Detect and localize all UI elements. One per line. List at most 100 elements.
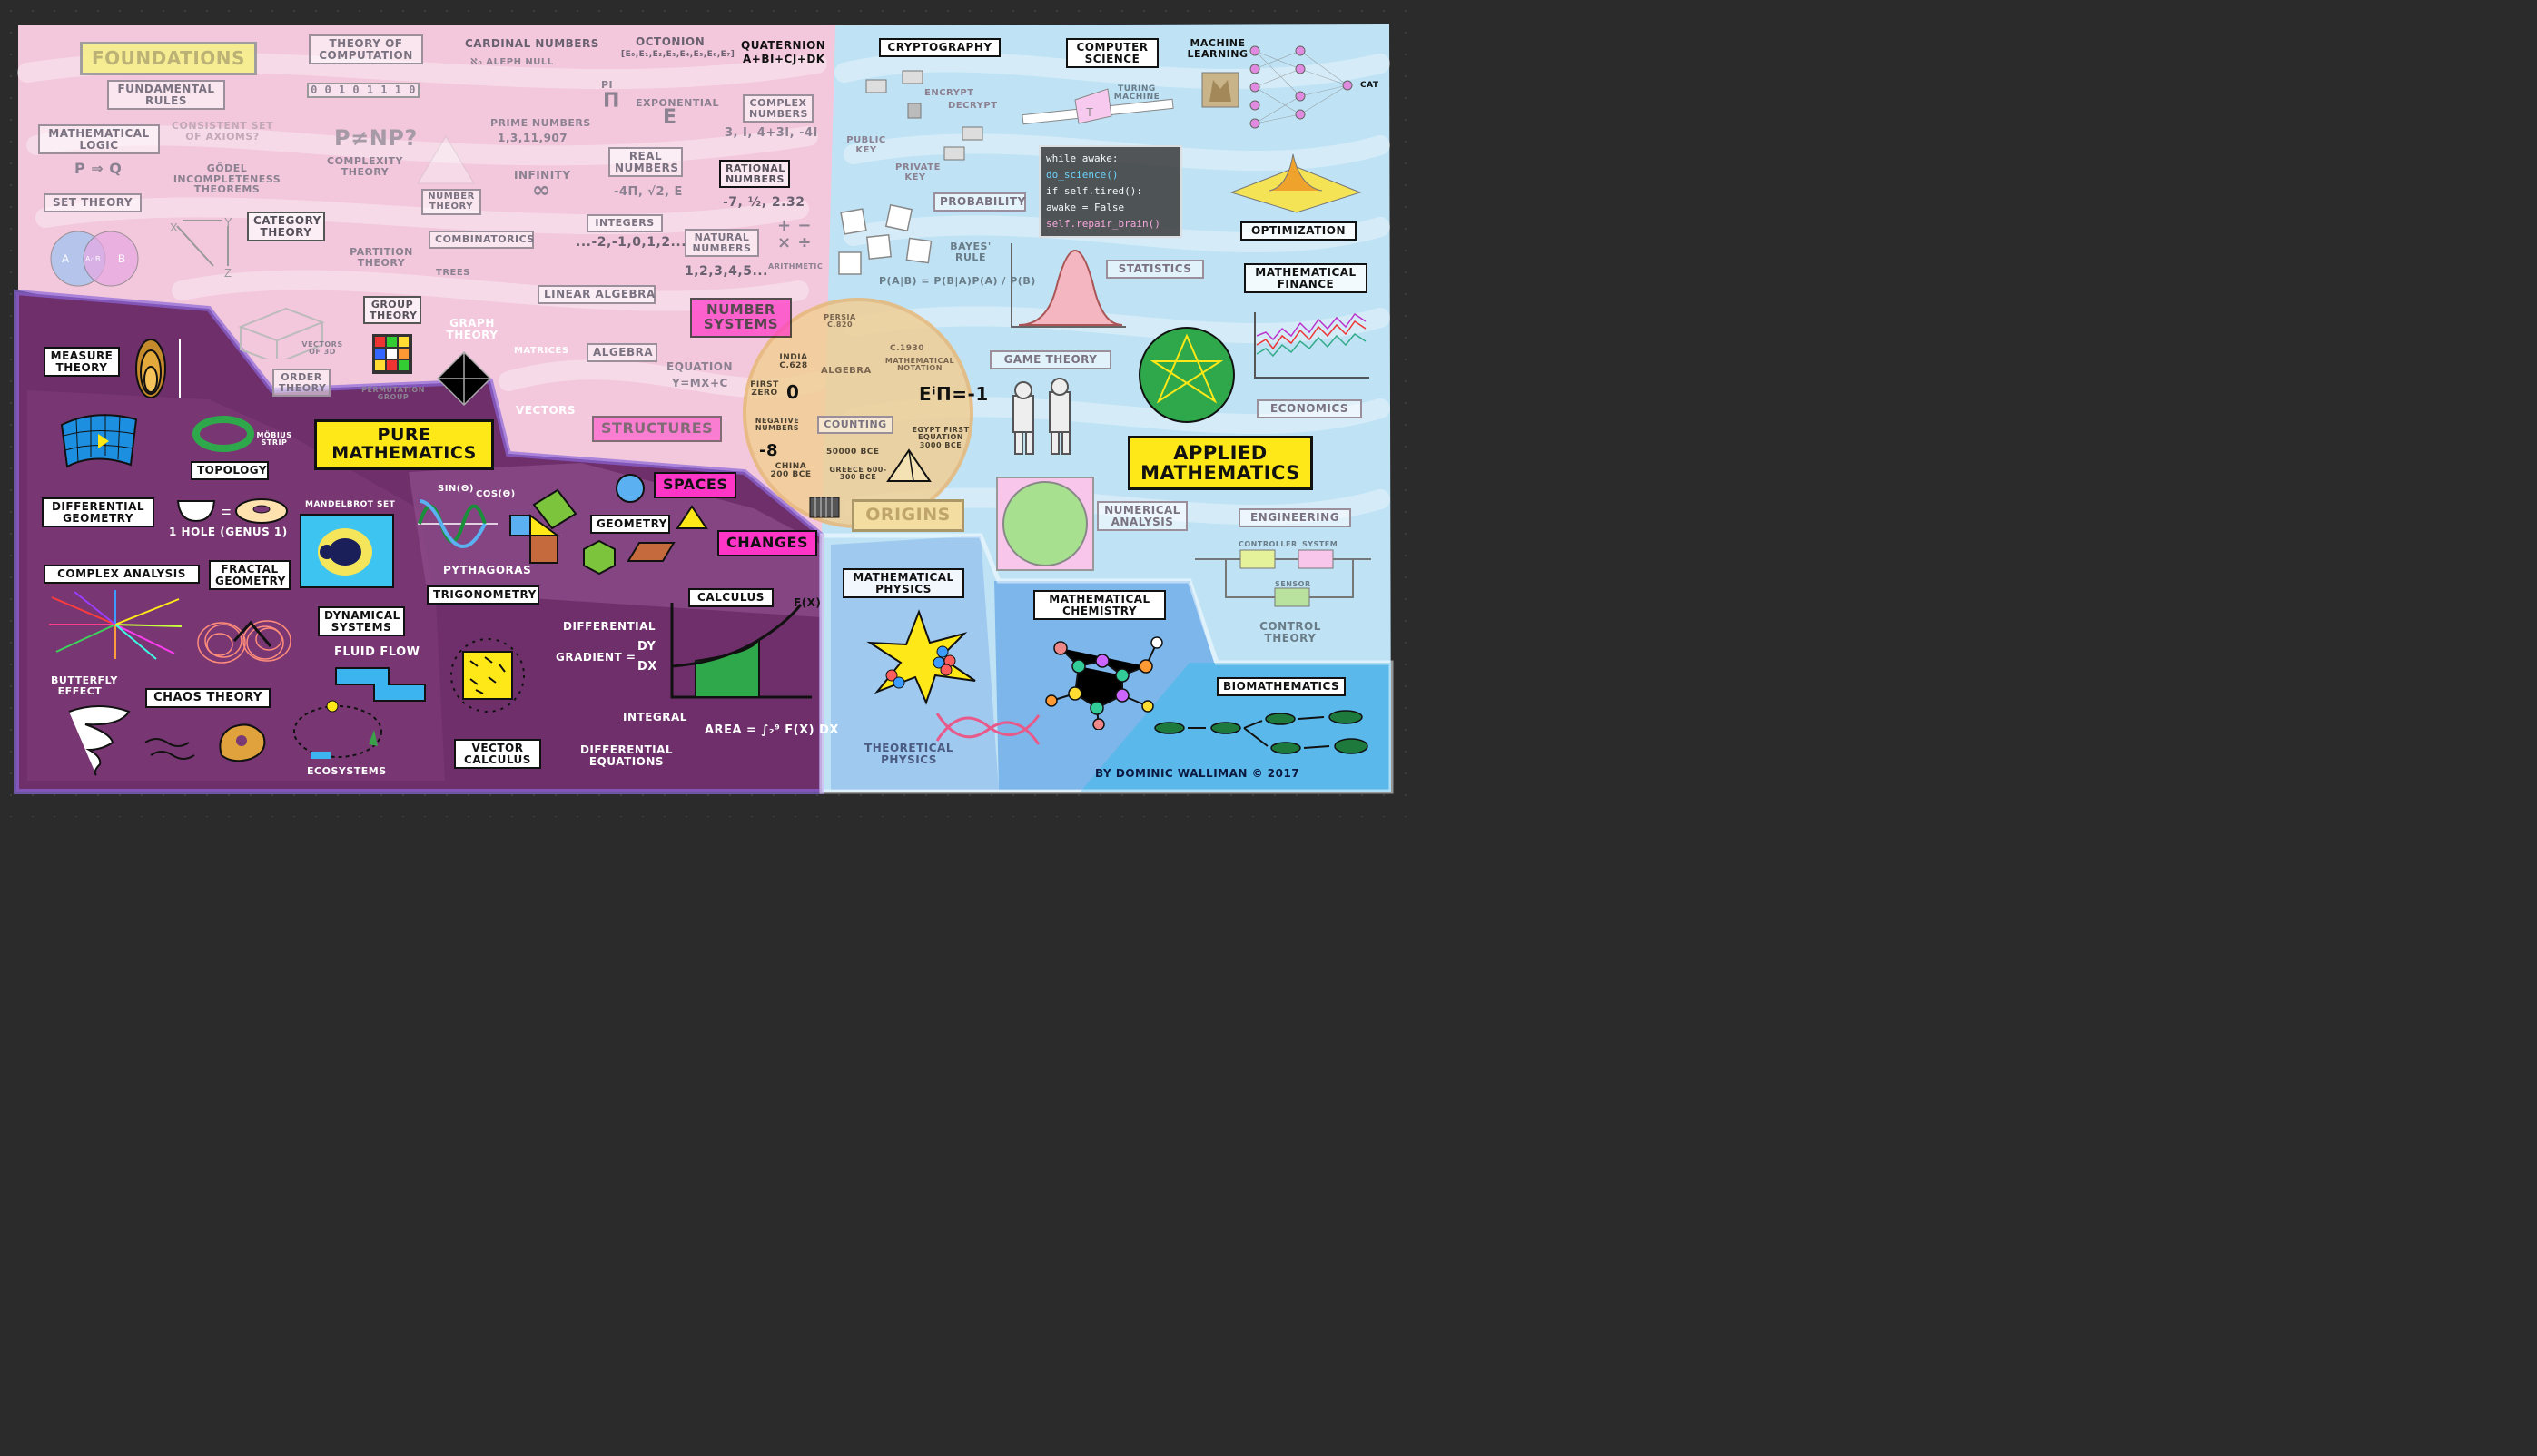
differential-label: DIFFERENTIAL — [563, 620, 656, 633]
spaces-region — [409, 463, 822, 617]
integers-label: INTEGERS — [587, 214, 663, 232]
theoretical-physics-label: THEORETICAL PHYSICS — [864, 742, 953, 766]
chaos-theory-label: CHAOS THEORY — [145, 688, 271, 708]
machine-learning-label: MACHINE LEARNING — [1187, 37, 1249, 60]
complexity-theory-label: COMPLEXITY THEORY — [327, 155, 403, 178]
real-example: -4π, √2, e — [614, 185, 683, 199]
notation-label: MATHEMATICAL NOTATION — [884, 357, 955, 373]
pure-mathematics-title: PURE MATHEMATICS — [314, 419, 494, 470]
decrypt-label: DECRYPT — [948, 101, 998, 111]
pythagoras-label: PYTHAGORAS — [443, 564, 532, 576]
svg-text:=: = — [222, 503, 232, 521]
origins-title: ORIGINS — [852, 499, 964, 532]
fundamental-rules-label: FUNDAMENTAL RULES — [107, 80, 225, 111]
public-key-label: PUBLIC KEY — [846, 135, 886, 155]
code-line-1: while awake: — [1046, 152, 1119, 164]
hexagon-shape-icon — [583, 539, 616, 576]
trees-label: TREES — [436, 268, 470, 278]
circle-shape-icon — [616, 474, 645, 503]
vectors-3d-label: VECTORS OF 3D — [301, 340, 343, 357]
probability-label: PROBABILITY — [933, 192, 1026, 212]
fractal-geometry-label: FRACTAL GEOMETRY — [209, 560, 291, 591]
infinity-label: INFINITY — [514, 169, 571, 182]
fluid-flow-label: FLUID FLOW — [334, 645, 420, 659]
biomathematics-label: BIOMATHEMATICS — [1217, 677, 1346, 696]
ecosystems-cycle-icon — [293, 700, 382, 759]
mobius-strip-icon — [192, 416, 254, 452]
turing-machine-label: TURING MACHINE — [1113, 84, 1160, 103]
optimization-surface-icon — [1229, 153, 1362, 213]
venn-diagram-icon: A A∩B B — [50, 231, 139, 287]
rational-example: -7, ½, 2.32 — [723, 195, 805, 210]
negative-numbers-label: NEGATIVE NUMBERS — [755, 417, 800, 433]
rubiks-cube-icon — [372, 334, 412, 374]
permutation-group-label: PERMUTATION GROUP — [361, 386, 425, 402]
pythagoras-squares-icon — [509, 488, 577, 564]
butterfly-effect-label: BUTTERFLY EFFECT — [51, 674, 118, 697]
differential-geometry-grid-icon — [60, 414, 138, 468]
natural-example: 1,2,3,4,5... — [685, 264, 768, 279]
venn-b: B — [118, 252, 125, 265]
economics-label: ECONOMICS — [1257, 399, 1362, 418]
group-theory-label: GROUP THEORY — [363, 296, 421, 325]
differential-geometry-label: DIFFERENTIAL GEOMETRY — [42, 497, 154, 528]
infinity-symbol: ∞ — [532, 177, 551, 202]
partition-theory-label: PARTITION THEORY — [350, 246, 413, 269]
prime-numbers-label: PRIME NUMBERS — [490, 117, 591, 129]
counting-date: 50000 BCE — [826, 448, 880, 457]
structures-label: STRUCTURES — [592, 416, 723, 442]
trigonometry-label: TRIGONOMETRY — [427, 585, 539, 605]
venn-a: A — [62, 252, 69, 265]
c1930-label: c.1930 — [890, 344, 925, 353]
integers-example: ...-2,-1,0,1,2... — [576, 235, 687, 250]
origins-algebra-label: ALGEBRA — [821, 366, 872, 376]
encrypt-label: ENCRYPT — [924, 88, 974, 98]
changes-label: CHANGES — [717, 530, 817, 556]
area-formula: AREA = ∫₂⁹ f(x) dx — [705, 723, 839, 737]
godel-label: GÖDEL INCOMPLETENESS THEOREMS — [173, 162, 281, 196]
octonion-label: OCTONION — [636, 35, 706, 48]
code-line-4: awake = False — [1046, 202, 1125, 213]
matrices-label: MATRICES — [514, 346, 569, 356]
exponential-label: EXPONENTIAL — [636, 97, 719, 109]
graph-theory-label: GRAPH THEORY — [446, 317, 499, 341]
pyramid-icon — [886, 448, 932, 482]
logic-formula: P ⇒ Q — [74, 160, 123, 177]
fx-label: f(x) — [794, 596, 822, 609]
particle-collision-icon — [866, 609, 976, 705]
calculus-graph-icon — [670, 603, 812, 699]
normal-distribution-icon — [1011, 243, 1126, 328]
dna-helix-icon — [935, 713, 1041, 745]
vectors-label: VECTORS — [516, 404, 577, 417]
code-snippet-panel: while awake: do_science() if self.tired(… — [1039, 145, 1182, 238]
venn-ab: A∩B — [85, 255, 100, 263]
counting-label: COUNTING — [817, 416, 893, 434]
chaos-attractor-icon — [197, 620, 291, 664]
svg-text:Y: Y — [224, 215, 232, 229]
equation-label: EQUATION — [666, 360, 734, 373]
fluid-flow-pipe-icon — [335, 667, 426, 702]
mobius-label: MÖBIUS STRIP — [256, 431, 292, 448]
turing-machine-icon: T — [1022, 88, 1174, 125]
cryptography-label: CRYPTOGRAPHY — [879, 38, 1001, 57]
quaternion-label: QUATERNION — [741, 39, 826, 52]
category-theory-label: CATEGORY THEORY — [247, 212, 325, 242]
aleph-label: ℵ₀ ALEPH NULL — [470, 57, 554, 67]
bayes-label: BAYES' RULE — [950, 241, 992, 263]
vector-calculus-label: VECTOR CALCULUS — [454, 739, 541, 770]
molecule-icon — [1045, 636, 1163, 730]
finance-chart-icon — [1254, 312, 1369, 379]
operations-symbols: + − × ÷ — [777, 216, 812, 252]
zero-symbol: 0 — [786, 381, 800, 403]
number-theory-label: NUMBER THEORY — [421, 189, 481, 215]
topology-label: TOPOLOGY — [191, 461, 269, 480]
number-systems-label: NUMBER SYSTEMS — [690, 298, 792, 338]
mathematical-logic-label: MATHEMATICAL LOGIC — [38, 124, 160, 155]
cat-photo-icon — [1201, 72, 1239, 108]
optimization-label: OPTIMIZATION — [1240, 221, 1357, 241]
consistent-set-label: CONSISTENT SET OF AXIOMS? — [171, 120, 274, 143]
euler-identity: eⁱπ=-1 — [919, 383, 989, 405]
turing-tape: 0 0 1 0 1 1 1 0 — [307, 83, 420, 98]
cardinal-numbers-label: CARDINAL NUMBERS — [465, 37, 599, 50]
